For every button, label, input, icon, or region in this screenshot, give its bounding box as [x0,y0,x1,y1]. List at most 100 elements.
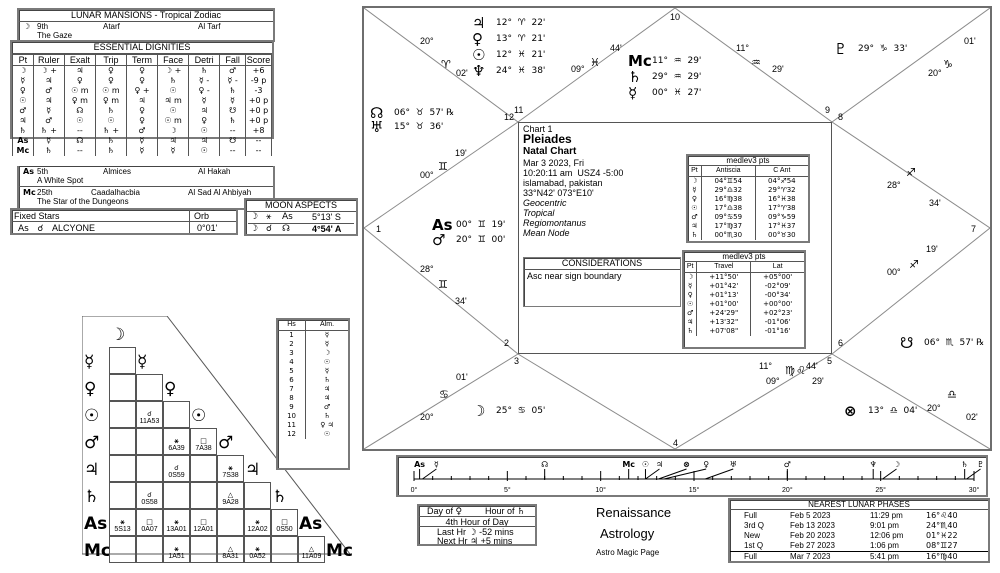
aspect-cell [244,482,271,509]
aspect-icon: ⚹ [174,437,179,445]
planet-glyph-icon[interactable]: ♀ [472,30,483,48]
dignities-cell: ☿ [32,105,65,116]
cusp-degree: 20° [420,412,434,422]
dignities-cell: ♃ [32,95,65,106]
ruler-planet-mark: ☿ [434,460,439,469]
table-row: ☿+01°42'-02°09' [684,281,804,291]
aspect-cell: □0S50 [271,509,298,536]
grid-planet-label: As [84,514,108,534]
planet-glyph-icon[interactable]: ♂ [432,231,446,249]
phase-cell: Feb 13 2023 [790,521,835,530]
planet-glyph-icon[interactable]: ☿ [628,84,638,102]
dignities-cell: ☊ [63,135,96,146]
fixed-stars-header: Fixed Stars [14,211,60,221]
dignities-cell: ☋ [219,135,247,146]
planet-glyph-icon[interactable]: ♇ [834,40,848,58]
planet-glyph-icon[interactable]: ☊ [370,104,384,122]
planet-glyph-icon[interactable]: Mc [628,52,652,70]
house-number: 1 [376,224,382,234]
aspect-cell: ⚹13A01 [163,509,190,536]
chart-type: Natal Chart [523,146,577,157]
dignities-cell: ♀ [125,75,159,86]
aspect-icon: ☌ [174,464,179,472]
table-row: ♂+24'29"+02°23' [684,308,804,318]
dignities-cell: ☿ [125,145,159,156]
table-cell: -01°16' [764,326,791,335]
grid-diagonal-label: Mc [326,541,353,561]
mansion-num: 9th [37,22,49,31]
dignities-row: ♃♂☉☉♀☉ m♀♄+0 p [12,115,272,126]
zodiac-sign-icon: ♈ [441,58,451,71]
zodiac-sign-icon: ♐ [909,258,919,271]
dignities-cell: ♃ [32,75,65,86]
ruler-tick-label: 15° [689,486,700,494]
mansion-name: Atarf [103,22,120,31]
planet-glyph-icon[interactable]: ♅ [370,118,384,136]
house-num: 5 [278,366,307,376]
almuten-planet: ☉ [323,357,331,366]
ruler-mark-line [645,468,660,480]
cusp-minute: 19' [926,244,938,254]
almuten-planet: ☿ [324,339,330,348]
planet-glyph-icon[interactable]: ♄ [628,68,642,86]
ruler-mark-line [882,468,897,480]
phase-cell: 9:01 pm [870,521,899,530]
aspect-icon: □ [281,518,288,526]
aspect-orb: 9A28 [222,499,239,506]
aspect-icon: □ [200,437,207,445]
planet-glyph-icon[interactable]: ♃ [472,14,486,32]
table-cell: 29°♎32 [701,185,756,195]
moon-icon: ☽ [250,224,259,234]
table-cell: 17°♈38 [768,203,796,212]
dignities-cell: ☿ [12,75,34,86]
table-cell: ☉ [684,299,698,309]
table-cell: ♄ [688,230,702,240]
planet-glyph-icon[interactable]: ♆ [472,62,486,80]
cusp-degree: 20° [927,403,941,413]
table-cell: +01°42' [696,281,752,291]
dignities-cell: ☊ [63,105,96,116]
planet-glyph-icon[interactable]: ☉ [472,46,486,64]
planet-position: 15° ♉ 36' [394,122,444,132]
cusp-minute: 44' [806,361,818,371]
table-cell: 04°♊54 [701,176,756,186]
grid-diagonal-label: ♃ [245,460,261,480]
brand-line-1: Renaissance [596,505,672,520]
dignities-cell: ♀ + [125,85,159,96]
planet-glyph-icon[interactable]: As [432,216,453,234]
planet-glyph-icon[interactable]: ☋ [900,334,914,352]
mansion-meaning: The Star of the Dungeons [37,197,129,206]
ruler-planet-mark: Mc [622,460,635,469]
almuten-planet: ☽ [323,348,331,357]
zodiac-sign-icon: ♑ [943,58,953,71]
house-number: 4 [673,438,679,448]
dignities-cell: ☿ [219,95,247,106]
mc-mansion-row: Mc 25th Caadalhacbia Al Sad Al Ahbiyah T… [23,188,273,206]
ruler-tick-label: 30° [969,486,980,494]
grid-diagonal-label: ♀ [164,379,177,399]
mansion-meaning: A White Spot [37,176,84,185]
aspect-icon: △ [308,545,315,553]
almuten-planet: ♀ ♃ [320,420,334,429]
aspect-orb: 0A07 [141,526,158,533]
hour-of-label: Hour of [485,506,515,516]
dignities-row: ♀♂☉ m☉ m♀ +☉♀ -♄-3 [12,85,272,96]
planet-position: 06° ♏ 57' ℞ [924,338,985,348]
table-cell: ☽ [688,176,702,186]
table-row: ♄+07'08"-01°16' [684,326,804,336]
planet-glyph-icon[interactable]: ☽ [472,402,486,420]
next-hr-value: +5 mins [480,536,513,546]
dignities-cell: +8 [245,125,272,136]
table-cell: -01°06' [764,317,791,326]
aspect-cell: ☌11A53 [136,401,163,428]
dignities-title: ESSENTIAL DIGNITIES [12,42,272,54]
planet-glyph-icon[interactable]: ⊗ [844,402,857,420]
almuten-planet: ☉ [323,429,331,438]
zodiac-sign-icon: ♊ [438,278,448,291]
dignities-cell: -- [63,145,96,156]
dignities-header: Fall [219,54,247,66]
